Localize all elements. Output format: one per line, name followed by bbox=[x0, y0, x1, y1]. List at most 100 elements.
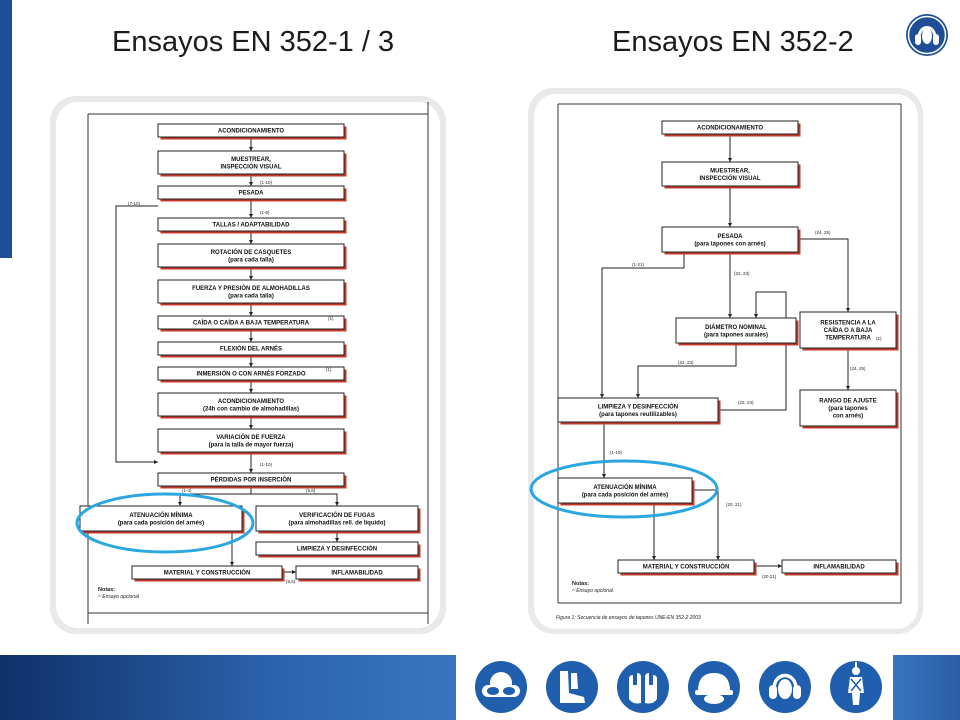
flow-box-text: (para tapones aurales) bbox=[704, 332, 768, 338]
arrow-head bbox=[600, 394, 604, 398]
flow-label: (1) bbox=[328, 316, 334, 321]
flow-box-text: INSPECCIÓN VISUAL bbox=[699, 174, 760, 182]
highlight-ellipse bbox=[75, 492, 255, 554]
flow-label: (1-4) bbox=[182, 488, 192, 493]
notes-heading: Notas: bbox=[98, 587, 115, 593]
harness-icon bbox=[830, 661, 882, 713]
footer-band-right bbox=[893, 655, 960, 720]
flow-box-l1: ACONDICIONAMIENTO bbox=[157, 123, 347, 140]
arrow-head bbox=[292, 570, 296, 574]
flow-box-l8: FLEXIÓN DEL ARNÉS bbox=[157, 341, 347, 358]
flow-label: (22, 23) bbox=[738, 400, 754, 405]
arrow-head bbox=[728, 223, 732, 227]
flow-box-text: INFLAMABILIDAD bbox=[331, 571, 383, 577]
flow-box-r9: MATERIAL Y CONSTRUCCIÓN bbox=[617, 559, 757, 576]
flow-label: (1) bbox=[876, 336, 882, 341]
flow-box-l7: CAÍDA O CAÍDA A BAJA TEMPERATURA bbox=[157, 315, 347, 332]
flow-box-text: RANGO DE AJUSTE bbox=[819, 399, 876, 405]
arrow-head bbox=[249, 363, 253, 367]
flow-box-l5: ROTACIÓN DE CASQUETES(para cada talla) bbox=[157, 243, 347, 270]
flow-box-text: INFLAMABILIDAD bbox=[813, 565, 865, 571]
flow-labels: (24, 25)(1-21)(22, 23)(22, 23)(24, 25)(2… bbox=[610, 230, 882, 579]
arrow-head bbox=[154, 460, 158, 464]
title-en352-1-3: Ensayos EN 352-1 / 3 bbox=[112, 26, 395, 58]
flow-box-text: PESADA bbox=[717, 234, 743, 240]
title-en352-2: Ensayos EN 352-2 bbox=[612, 26, 854, 58]
arrow-head bbox=[249, 312, 253, 316]
flow-label: (24, 25) bbox=[850, 366, 866, 371]
flow-label: (1-6) bbox=[260, 210, 270, 215]
flow-box-text: LIMPIEZA Y DESINFECCIÓN bbox=[297, 545, 377, 553]
flow-box-r8: ATENUACIÓN MÍNIMA(para cada posición del… bbox=[557, 477, 695, 506]
flow-box-text: CAÍDA O A BAJA bbox=[824, 326, 873, 334]
flow-label: (1) bbox=[326, 367, 332, 372]
arrow-head bbox=[249, 469, 253, 473]
flow-label: (1-19) bbox=[610, 450, 623, 455]
highlight-ellipse bbox=[529, 459, 719, 519]
flow-box-text: INSPECCIÓN VISUAL bbox=[220, 162, 281, 170]
flow-box-l4: TALLAS / ADAPTABILIDAD bbox=[157, 217, 347, 234]
arrow-head bbox=[754, 314, 758, 318]
flow-label: (1-21) bbox=[632, 262, 645, 267]
flow-box-text: ACONDICIONAMIENTO bbox=[218, 129, 285, 135]
flow-box-text: (para cada talla) bbox=[228, 293, 274, 299]
arrow-head bbox=[249, 389, 253, 393]
flow-box-r6: LIMPIEZA Y DESINFECCIÓN(para tapones reu… bbox=[557, 397, 721, 425]
connector-line bbox=[637, 343, 737, 398]
flow-label: (1-10) bbox=[260, 462, 273, 467]
footer-band-left bbox=[0, 655, 456, 720]
flow-box-text: MATERIAL Y CONSTRUCCIÓN bbox=[164, 569, 251, 577]
flow-box-text: (para cada posición del arnés) bbox=[582, 492, 668, 498]
flow-box-r4: DIÁMETRO NOMINAL(para tapones aurales) bbox=[675, 317, 799, 346]
arrow-head bbox=[652, 556, 656, 560]
flow-box-text: ROTACIÓN DE CASQUETES bbox=[211, 248, 292, 256]
arrow-head bbox=[249, 276, 253, 280]
flow-box-text: MUESTREAR, bbox=[710, 168, 750, 174]
arrow-head bbox=[636, 394, 640, 398]
flowchart-panel-right: ACONDICIONAMIENTO MUESTREAR,INSPECCIÓN VI… bbox=[528, 88, 923, 634]
flow-label: (20,21) bbox=[762, 574, 777, 579]
connector-line bbox=[798, 238, 849, 312]
flow-box-l12: PÉRDIDAS POR INSERCIÓN bbox=[157, 472, 347, 489]
flow-box-text: FLEXIÓN DEL ARNÉS bbox=[220, 345, 282, 353]
flow-box-l6: FUERZA Y PRESIÓN DE ALMOHADILLAS(para ca… bbox=[157, 279, 347, 306]
arrow-head bbox=[846, 308, 850, 312]
flow-label: (22, 23) bbox=[734, 271, 750, 276]
arrow-head bbox=[249, 182, 253, 186]
flow-label: (22, 23) bbox=[678, 360, 694, 365]
flow-box-text: MATERIAL Y CONSTRUCCIÓN bbox=[643, 563, 730, 571]
flow-box-text: MUESTREAR, bbox=[231, 157, 271, 163]
flow-labels: (1-10) (7-10) (1-6) (1) (1) (1-10) (1-4) (5,6) (… bbox=[128, 180, 334, 584]
flow-box-text: (para cada posición del arnés) bbox=[118, 520, 204, 526]
flow-box-text: CAÍDA O CAÍDA A BAJA TEMPERATURA bbox=[193, 319, 310, 327]
flow-box-r10: INFLAMABILIDAD bbox=[781, 559, 899, 576]
arrow-head bbox=[728, 158, 732, 162]
arrow-head bbox=[249, 425, 253, 429]
flow-box-text: VARIACIÓN DE FUERZA bbox=[216, 433, 286, 441]
flow-box-l11: VARIACIÓN DE FUERZA(para la talla de may… bbox=[157, 428, 347, 455]
flow-box-text: (para tapones con arnés) bbox=[694, 241, 765, 247]
figure-caption: Figura 1: Secuencia de ensayos de tapone… bbox=[556, 615, 701, 621]
flow-box-text: ATENUACIÓN MÍNIMA bbox=[593, 483, 657, 491]
accent-bar bbox=[0, 0, 12, 258]
flowchart-right: ACONDICIONAMIENTO MUESTREAR,INSPECCIÓN VI… bbox=[528, 88, 923, 634]
connector-line bbox=[601, 252, 685, 398]
flow-box-r2: MUESTREAR,INSPECCIÓN VISUAL bbox=[661, 161, 801, 189]
flow-boxes: ACONDICIONAMIENTO MUESTREAR,INSPECCIÓN VI… bbox=[557, 120, 899, 576]
arrow-head bbox=[249, 147, 253, 151]
flow-box-text: TALLAS / ADAPTABILIDAD bbox=[213, 223, 291, 229]
flow-label: (1-10) bbox=[260, 180, 273, 185]
hard-hat-icon bbox=[688, 661, 740, 713]
ear-protection-icon bbox=[759, 661, 811, 713]
flow-label: (5,6) bbox=[286, 579, 296, 584]
flow-label: (7-10) bbox=[128, 201, 141, 206]
arrow-head bbox=[335, 502, 339, 506]
flow-box-r1: ACONDICIONAMIENTO bbox=[661, 120, 801, 137]
flow-box-text: (para almohadillas rell. de líquido) bbox=[288, 520, 385, 526]
notes-text: ¹⁾ Ensayo opcional bbox=[572, 588, 614, 594]
arrow-head bbox=[728, 314, 732, 318]
flow-label: (5,6) bbox=[306, 488, 316, 493]
flow-box-text: LIMPIEZA Y DESINFECCIÓN bbox=[598, 402, 678, 410]
flow-box-text: TEMPERATURA bbox=[825, 336, 871, 342]
